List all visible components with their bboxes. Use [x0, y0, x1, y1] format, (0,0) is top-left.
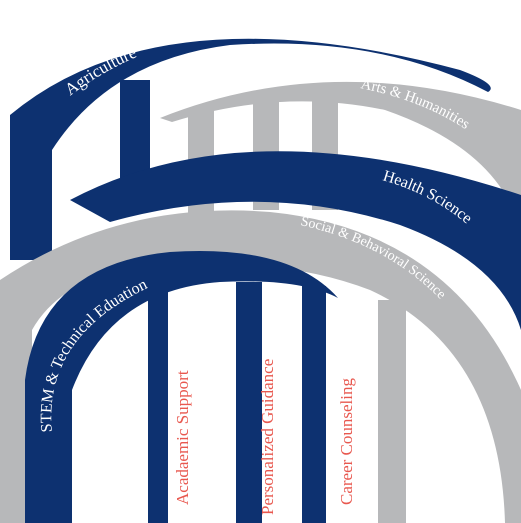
stem-pillar-1 — [148, 290, 168, 523]
stem-arch — [25, 250, 338, 523]
stem-pillar-3 — [302, 286, 326, 523]
social-behavioral-arch — [0, 210, 521, 523]
academic-support-label: Acadaemic Support — [173, 370, 192, 505]
arts-humanities-arch-band — [160, 81, 521, 232]
career-counseling-label: Career Counseling — [337, 378, 356, 505]
personalized-guidance-label: Personalized Guidance — [258, 359, 277, 515]
health-science-arch — [70, 151, 521, 330]
social-pillar — [378, 300, 406, 523]
stem-pillar-2 — [236, 282, 262, 523]
health-science-arch-band — [70, 151, 521, 330]
stem-arch-band — [25, 250, 338, 523]
social-behavioral-arch-band — [0, 210, 521, 523]
